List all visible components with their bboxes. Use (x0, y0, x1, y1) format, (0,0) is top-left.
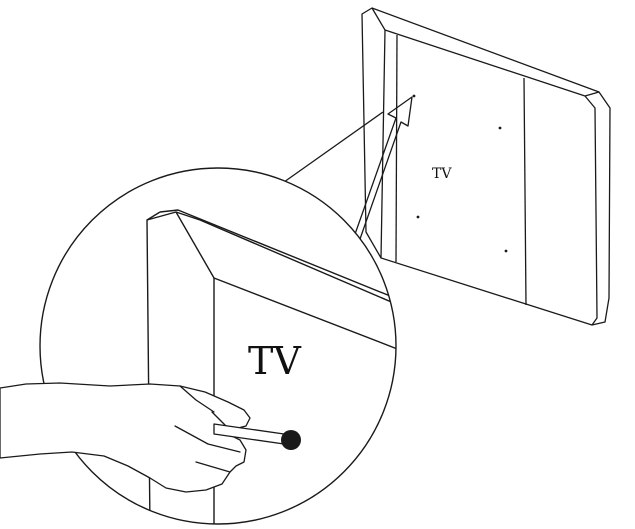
marker-tip (281, 430, 301, 450)
tv-top-bevel (371, 7, 600, 97)
tv-outer-frame (361, 7, 611, 326)
zoom-connector-lines (276, 111, 384, 188)
mount-point-3 (416, 215, 420, 219)
tv-left-seam (395, 34, 398, 263)
tv-right-seam (523, 77, 527, 306)
tv-right-bevel (584, 95, 598, 326)
tv-panel-icon (361, 7, 611, 326)
pointer-arrow-icon (353, 96, 413, 240)
marker-pen-icon (213, 423, 301, 450)
tv-label-small: TV (432, 166, 452, 182)
mount-point-4 (504, 249, 508, 253)
mount-point-1 (412, 94, 416, 98)
tv-inner-face (380, 29, 386, 259)
mount-point-2 (498, 126, 502, 130)
tv-label-zoom: TV (248, 339, 301, 383)
